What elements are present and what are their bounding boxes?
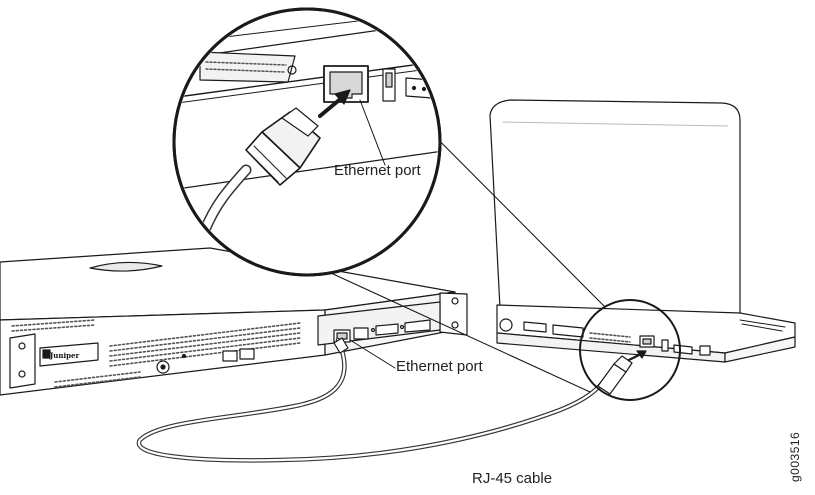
figure-id-label: g003516 — [788, 431, 802, 482]
laptop — [489, 99, 796, 364]
vent-grid — [11, 319, 301, 388]
router-ethernet-port-label: Ethernet port — [396, 358, 483, 375]
router-device — [0, 247, 468, 396]
laptop-magnifier-circle — [579, 299, 681, 401]
zoom-ethernet-port-label: Ethernet port — [334, 162, 421, 179]
rj45-cable-label: RJ-45 cable — [472, 470, 553, 487]
zoom-inset — [172, 7, 442, 277]
rj45-cable — [136, 337, 633, 463]
brand-logo-text: Juniper — [50, 351, 80, 360]
